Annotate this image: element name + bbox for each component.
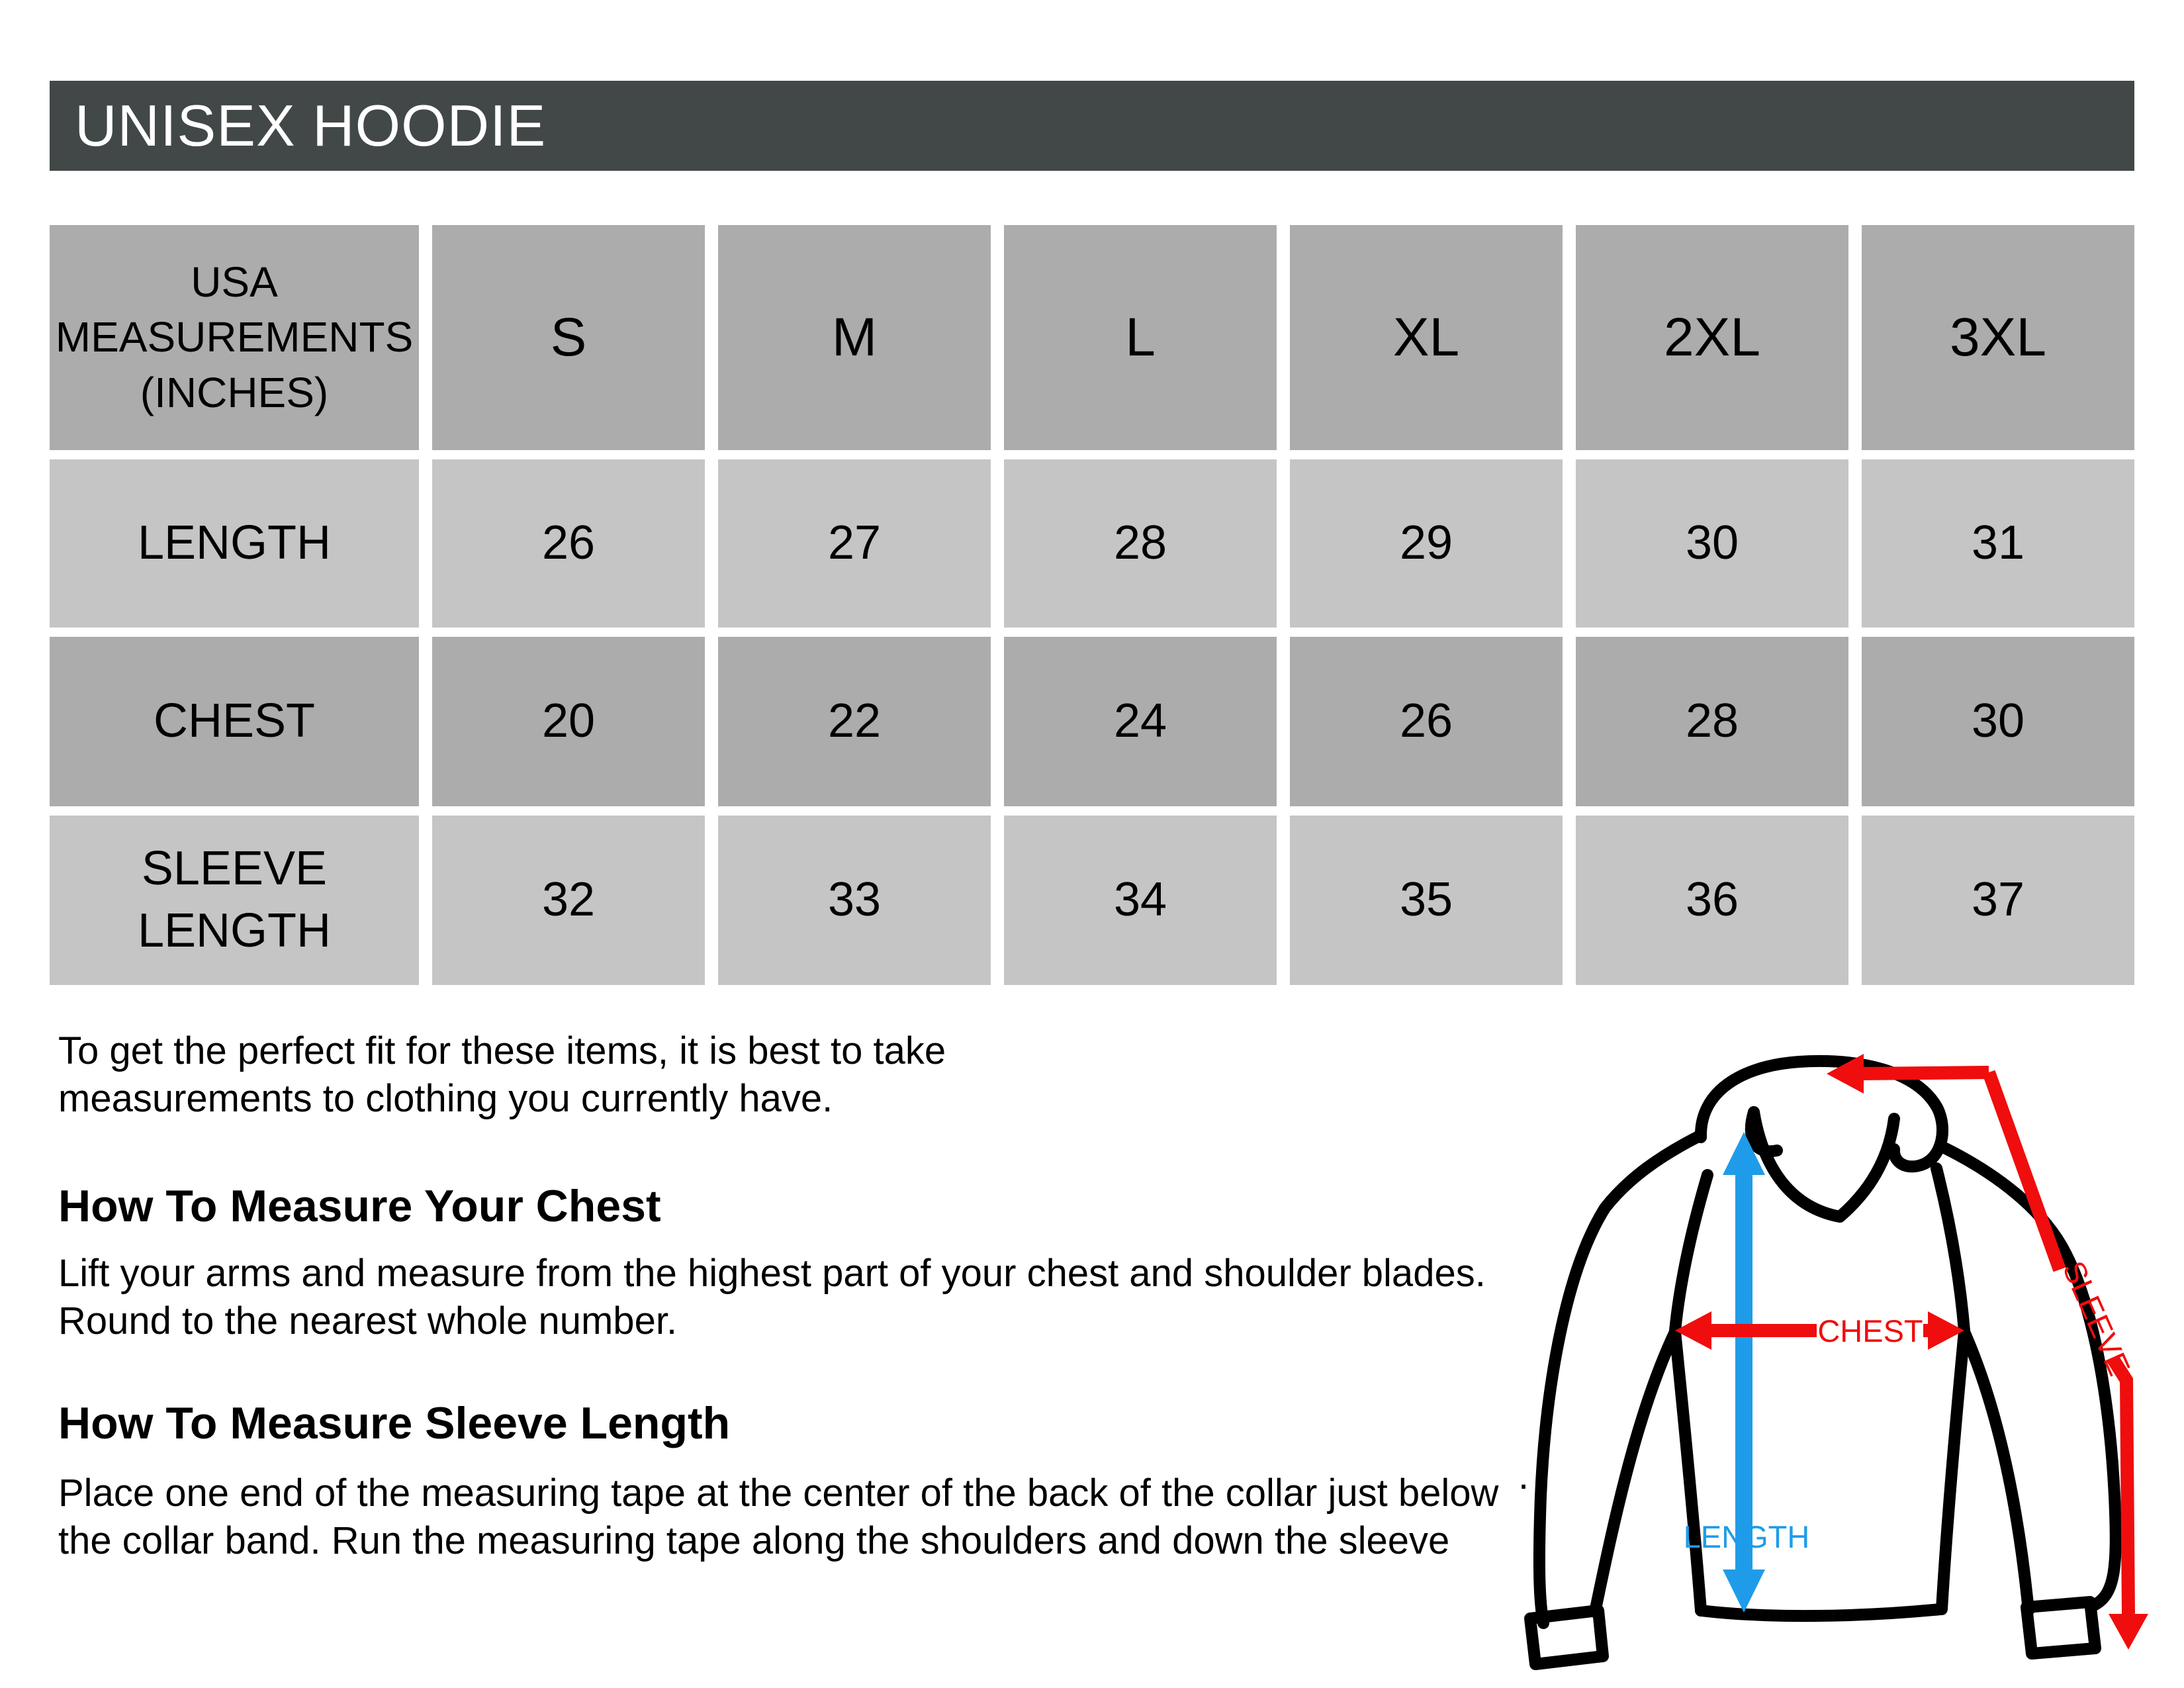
measurement-row-label: SLEEVE LENGTH xyxy=(50,816,419,985)
chest-measure-text: Lift your arms and measure from the high… xyxy=(58,1252,1486,1342)
size-column-header: M xyxy=(718,225,991,450)
measurement-value-cell: 30 xyxy=(1576,459,1848,628)
measurement-value-cell: 32 xyxy=(432,816,705,985)
measurement-value-cell: 30 xyxy=(1862,637,2134,806)
size-column-header: 3XL xyxy=(1862,225,2134,450)
length-arrow: LENGTH xyxy=(1684,1132,1810,1613)
measurement-value-cell: 26 xyxy=(1290,637,1563,806)
size-column-header: 2XL xyxy=(1576,225,1848,450)
size-column-header: S xyxy=(432,225,705,450)
chest-measure-heading: How To Measure Your Chest xyxy=(58,1181,661,1231)
size-column-header: L xyxy=(1004,225,1277,450)
measurement-value-cell: 20 xyxy=(432,637,705,806)
size-column-header: XL xyxy=(1290,225,1563,450)
hoodie-diagram-svg: LENGTH CHEST SLEEVE xyxy=(1524,1054,2148,1670)
measurement-value-cell: 24 xyxy=(1004,637,1277,806)
measurement-value-cell: 29 xyxy=(1290,459,1563,628)
stray-dot: . xyxy=(1518,1454,1529,1497)
measurement-value-cell: 37 xyxy=(1862,816,2134,985)
measurement-value-cell: 28 xyxy=(1004,459,1277,628)
measurement-notes: To get the perfect fit for these items, … xyxy=(58,1027,1680,1565)
chest-arrow-label: CHEST xyxy=(1817,1313,1923,1348)
fit-note: To get the perfect fit for these items, … xyxy=(58,1029,946,1120)
measurement-row-label: LENGTH xyxy=(50,459,419,628)
measurement-value-cell: 33 xyxy=(718,816,991,985)
chest-arrow: CHEST xyxy=(1675,1311,1964,1350)
measurement-value-cell: 28 xyxy=(1576,637,1848,806)
sleeve-arrow: SLEEVE xyxy=(1827,1054,2148,1650)
measurement-value-cell: 31 xyxy=(1862,459,2134,628)
sleeve-measure-text: Place one end of the measuring tape at t… xyxy=(58,1472,1499,1562)
measurement-value-cell: 22 xyxy=(718,637,991,806)
measurement-value-cell: 35 xyxy=(1290,816,1563,985)
hoodie-outline-icon xyxy=(1524,1055,2122,1670)
length-arrow-label: LENGTH xyxy=(1684,1519,1810,1554)
sleeve-measure-heading: How To Measure Sleeve Length xyxy=(58,1398,731,1448)
table-corner-header: USA MEASUREMENTS (INCHES) xyxy=(50,225,419,450)
measurement-value-cell: 26 xyxy=(432,459,705,628)
hoodie-measure-diagram: LENGTH CHEST SLEEVE xyxy=(1489,1019,2184,1688)
page-title: UNISEX HOODIE xyxy=(75,93,547,158)
title-bar: UNISEX HOODIE xyxy=(50,81,2134,171)
measurement-value-cell: 36 xyxy=(1576,816,1848,985)
measurement-value-cell: 27 xyxy=(718,459,991,628)
measurement-row-label: CHEST xyxy=(50,637,419,806)
measurement-value-cell: 34 xyxy=(1004,816,1277,985)
